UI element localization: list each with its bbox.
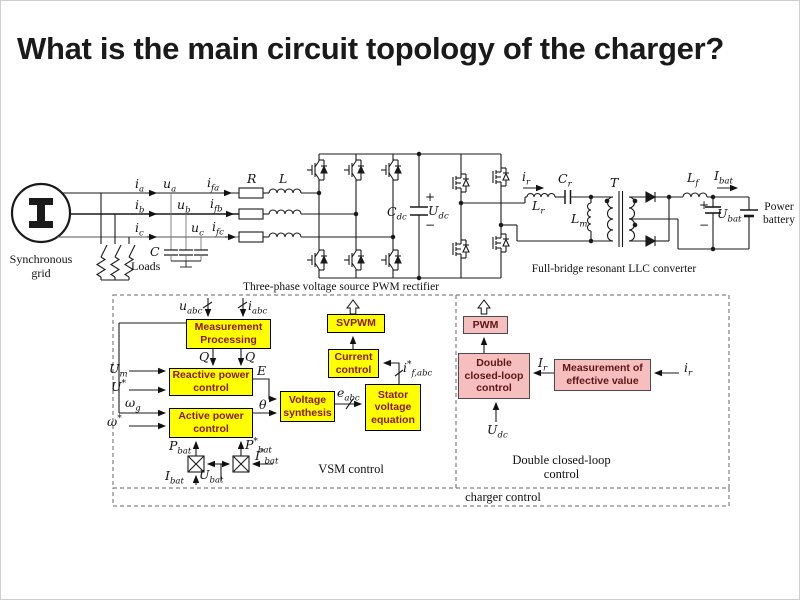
label-theta: θ — [259, 397, 267, 412]
label-q2: Q — [245, 349, 256, 364]
label-bat-plus: + — [699, 198, 710, 212]
caption-dcl-control: Double closed-loop control — [512, 453, 611, 482]
label-ubat: Ubat — [717, 206, 742, 225]
caption-power-battery: Power battery — [763, 201, 795, 227]
label-uabc: uabc — [179, 298, 203, 317]
label-ifstar: i*f,abc — [403, 360, 433, 379]
label-ua: ua — [163, 176, 177, 195]
label-ub: ub — [177, 197, 191, 216]
label-ic: ic — [135, 220, 144, 239]
label-pbat-star: P*bat — [245, 437, 272, 456]
label-l: L — [279, 171, 288, 186]
label-ib: ib — [135, 197, 145, 216]
label-iabc: iabc — [248, 298, 268, 317]
label-ustar: U* — [111, 379, 127, 395]
label-q1: Q — [199, 349, 210, 364]
label-ibat-fb: Ibat — [165, 468, 184, 487]
block-active-power-control: Active power control — [169, 408, 253, 438]
output-rectifier-filter — [629, 184, 758, 252]
synchronous-generator-symbol — [10, 182, 72, 244]
label-udc: Udc — [428, 203, 449, 222]
label-e: E — [257, 363, 267, 378]
label-ia: ia — [135, 176, 145, 195]
label-uc: uc — [191, 220, 204, 239]
caption-loads: Loads — [131, 259, 161, 273]
label-pbat: Pbat — [169, 438, 192, 457]
pwm-rectifier-bridge — [306, 153, 501, 279]
power-multipliers — [187, 440, 273, 485]
label-ifc: ifc — [212, 219, 224, 238]
label-ir: ir — [522, 169, 531, 188]
block-pwm: PWM — [463, 316, 508, 334]
block-current-control: Current control — [328, 349, 379, 378]
caption-synchronous-grid: Synchronous grid — [9, 252, 73, 280]
label-um: Um — [109, 361, 128, 380]
block-measurement-processing: Measurement Processing — [186, 319, 271, 349]
block-double-closed-loop-control: Double closed-loop control — [458, 353, 530, 399]
vsm-control-wires — [118, 298, 404, 430]
block-stator-voltage-equation: Stator voltage equation — [365, 384, 421, 431]
label-c: C — [150, 244, 160, 259]
label-ifb: ifb — [210, 196, 223, 215]
label-eabc: eabc — [337, 385, 360, 404]
label-ibat-star: I*bat — [255, 448, 279, 467]
filter-capacitors — [164, 193, 208, 268]
dc-link-capacitor — [410, 151, 428, 281]
label-dc-minus: − — [425, 218, 436, 232]
label-ifa: ifa — [207, 175, 220, 194]
llc-resonant-tank — [461, 184, 638, 247]
block-svpwm: SVPWM — [327, 314, 385, 333]
block-measurement-effective-value: Measurement of effective value — [554, 359, 651, 391]
label-udc-fb: Udc — [487, 422, 508, 441]
page-title: What is the main circuit topology of the… — [17, 31, 724, 66]
label-ir-meas: ir — [684, 360, 693, 379]
label-wstar: ω* — [107, 414, 122, 430]
label-ubat-fb: Ubat — [199, 467, 224, 486]
label-dc-plus: + — [425, 190, 436, 204]
block-reactive-power-control: Reactive power control — [169, 368, 253, 396]
label-ir-rms: Ir — [538, 355, 548, 374]
phase-lines — [57, 189, 239, 241]
label-t: T — [610, 175, 619, 190]
caption-charger-control: charger control — [465, 490, 541, 504]
label-lr: Lr — [532, 198, 545, 217]
label-ibat: Ibat — [714, 168, 733, 187]
label-lf: Lf — [687, 170, 699, 189]
caption-llc: Full-bridge resonant LLC converter — [531, 263, 697, 275]
label-wg: ωg — [125, 395, 141, 414]
caption-vsm-control: VSM control — [318, 462, 384, 476]
dcl-control-wires — [477, 299, 679, 422]
control-region-borders — [112, 294, 730, 507]
label-bat-minus: − — [699, 218, 710, 232]
full-bridge-inverter — [452, 154, 510, 278]
label-lm: Lm — [571, 211, 588, 230]
block-voltage-synthesis: Voltage synthesis — [280, 391, 335, 422]
label-r: R — [247, 171, 257, 186]
label-cr: Cr — [558, 171, 572, 190]
line-resistors-inductors — [238, 187, 393, 243]
caption-rectifier: Three-phase voltage source PWM rectifier — [242, 281, 440, 293]
loads-branch — [95, 193, 136, 281]
label-cdc: Cdc — [387, 204, 407, 223]
